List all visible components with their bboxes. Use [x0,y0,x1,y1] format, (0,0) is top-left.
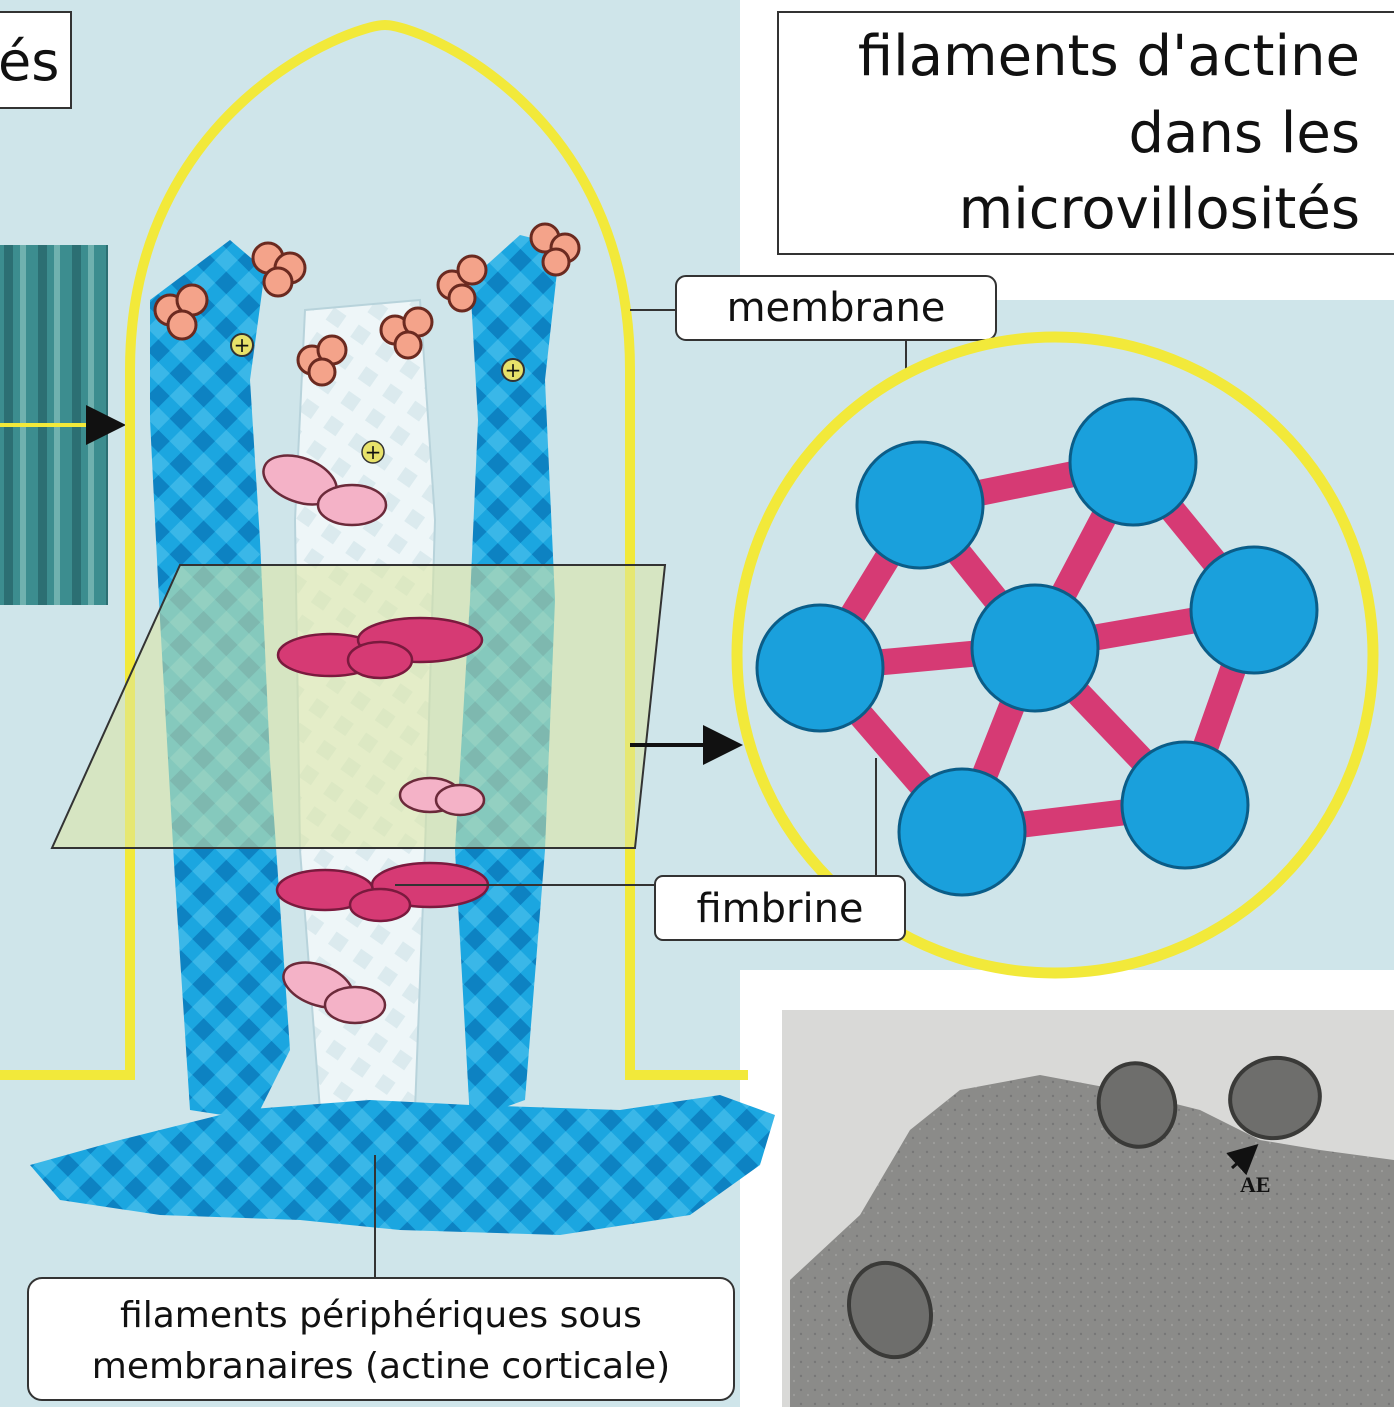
micrograph-label-ae: AE [1240,1172,1271,1197]
title-line-3: microvillosités [959,177,1360,242]
plus-sign-right: + [505,358,522,382]
peripheral-label-line-2: membranaires (actine corticale) [92,1346,670,1387]
membrane-label: membrane [727,285,946,331]
fimbrine-label: fimbrine [696,886,863,932]
plus-sign-center: + [365,440,382,464]
title-line-1: filaments d'actine [858,24,1360,89]
title-line-2: dans les [1128,101,1360,166]
top-left-title-fragment: és [0,30,59,93]
peripheral-label-line-1: filaments périphériques sous [120,1295,642,1336]
plus-sign-left: + [234,333,251,357]
